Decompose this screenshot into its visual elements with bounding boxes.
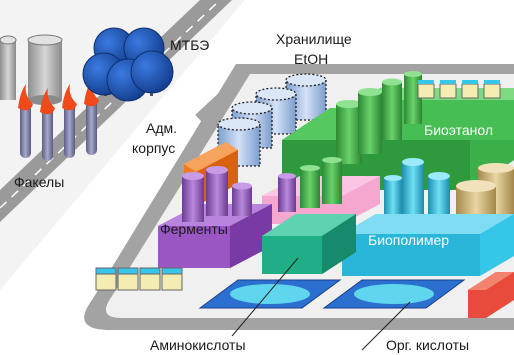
pink-plant [262, 157, 380, 224]
leader-lines [231, 257, 411, 351]
flare-pipes [20, 97, 97, 161]
bioethanol-roof-units [417, 80, 501, 99]
label-mtbe: МТБЭ [170, 37, 209, 53]
biopolymer-plant [342, 214, 514, 276]
flare-stack-gray [0, 34, 63, 105]
label-enzymes: Ферменты [160, 221, 228, 237]
label-biopolymer: Биополимер [368, 232, 449, 248]
amino-acids-plant [262, 214, 356, 274]
label-storage-line1: Хранилище [276, 31, 352, 47]
label-flares: Факелы [14, 174, 64, 190]
cyan-tanks [384, 158, 450, 226]
flares-group: Факелы [0, 34, 99, 190]
label-organic-acids: Орг. кислоты [386, 337, 469, 353]
label-amino-acids: Аминокислоты [150, 337, 246, 353]
yellow-units [95, 267, 183, 291]
treatment-ponds [198, 279, 466, 309]
label-bioethanol: Биоэтанол [424, 122, 493, 138]
flame-icon [18, 80, 99, 115]
enzymes-plant [158, 166, 272, 268]
label-admin-line2: корпус [132, 140, 175, 156]
label-admin-line1: Адм. [146, 120, 177, 136]
red-unit [468, 272, 514, 318]
label-storage-line2: EtOH [294, 51, 328, 67]
etoh-storage-tanks [217, 73, 327, 167]
mtbe-spheres: МТБЭ [82, 27, 209, 102]
